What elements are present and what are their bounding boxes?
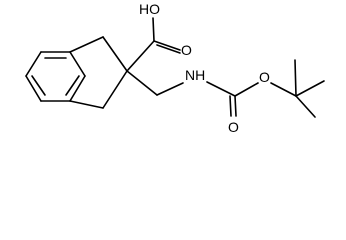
carbamate-group: O O — [206, 69, 270, 135]
amine-nh-label: NH — [185, 67, 205, 83]
carbamate-ester-o-label: O — [259, 69, 270, 85]
carboxyl-oh-label: HO — [139, 1, 160, 17]
tert-butyl-group — [270, 59, 325, 118]
structural-formula: HO O NH O O — [25, 1, 325, 135]
carbamate-carbonyl-o-label: O — [228, 119, 239, 135]
benzene-ring — [25, 51, 86, 102]
cyclopentane-ring — [69, 36, 128, 109]
aminomethyl-linker: NH — [126, 67, 205, 96]
carboxylic-acid-group: HO O — [126, 1, 192, 72]
carboxyl-o-label: O — [181, 42, 192, 58]
